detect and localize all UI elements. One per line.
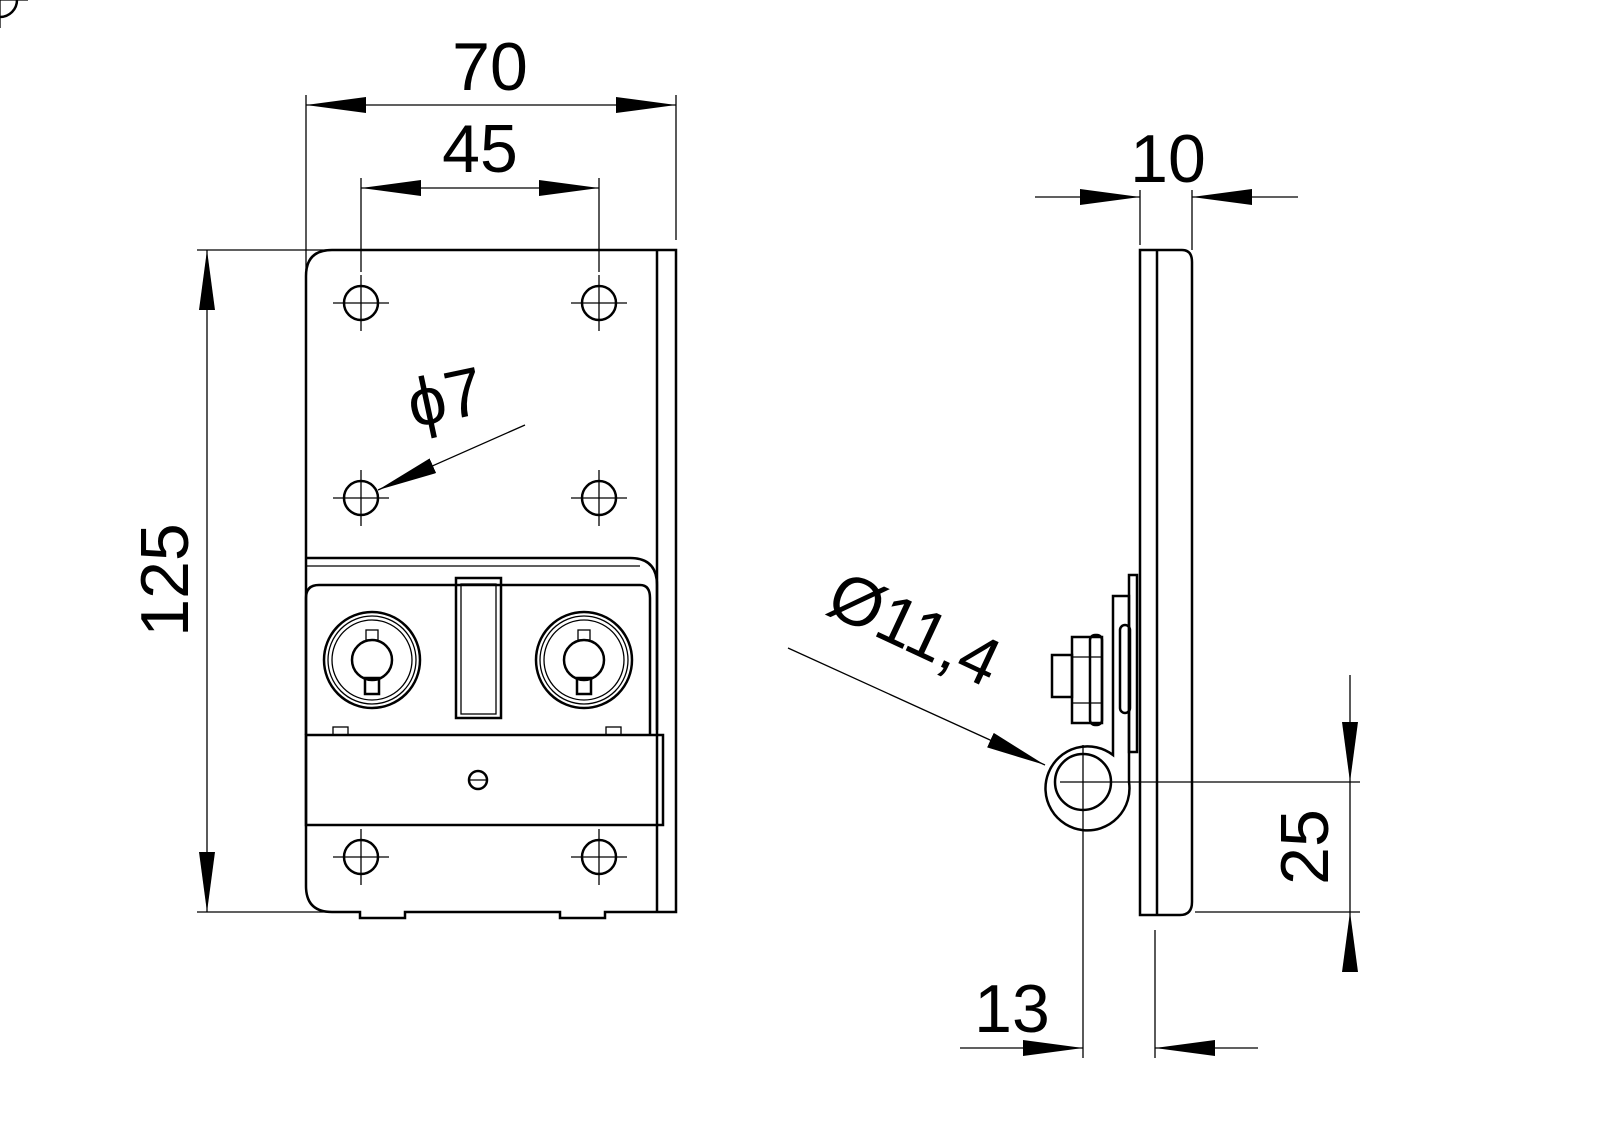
dimension-70: 70	[305, 29, 677, 270]
dimension-25: 25	[1195, 675, 1360, 972]
hole-icon	[331, 273, 391, 333]
dimension-label: Ø11,4	[817, 557, 1012, 702]
dimension-125: 125	[127, 249, 330, 913]
dimension-label: 10	[1130, 121, 1206, 197]
dimension-label: 125	[127, 523, 203, 636]
hole-icon	[331, 827, 391, 887]
dimension-10: 10	[1035, 121, 1298, 250]
dimension-ring-diameter: Ø11,4	[787, 557, 1046, 766]
hole-icon	[331, 468, 391, 528]
hole-icon	[569, 468, 629, 528]
dimension-label: 25	[1267, 809, 1343, 885]
lock-block	[304, 556, 665, 827]
dimension-hole-diameter: ϕ7	[377, 352, 526, 491]
dimension-label: 70	[452, 29, 528, 105]
front-view: 70 45 125 ϕ7	[0, 0, 678, 920]
dimension-13: 13	[960, 930, 1258, 1058]
side-view: 10 Ø11,4 25 13	[787, 121, 1360, 1058]
dimension-label: ϕ7	[400, 352, 490, 442]
dimension-label: 45	[442, 111, 518, 187]
hinge-bracket	[1044, 573, 1139, 832]
cylinder-lock-icon	[534, 610, 634, 710]
plate-side-outline	[1138, 248, 1194, 917]
hole-icon	[569, 827, 629, 887]
dimension-45: 45	[360, 111, 600, 272]
hole-icon	[569, 273, 629, 333]
plate-outline	[304, 248, 678, 920]
cylinder-lock-icon	[322, 610, 422, 710]
mounting-holes	[0, 0, 629, 887]
dimension-label: 13	[974, 971, 1050, 1047]
